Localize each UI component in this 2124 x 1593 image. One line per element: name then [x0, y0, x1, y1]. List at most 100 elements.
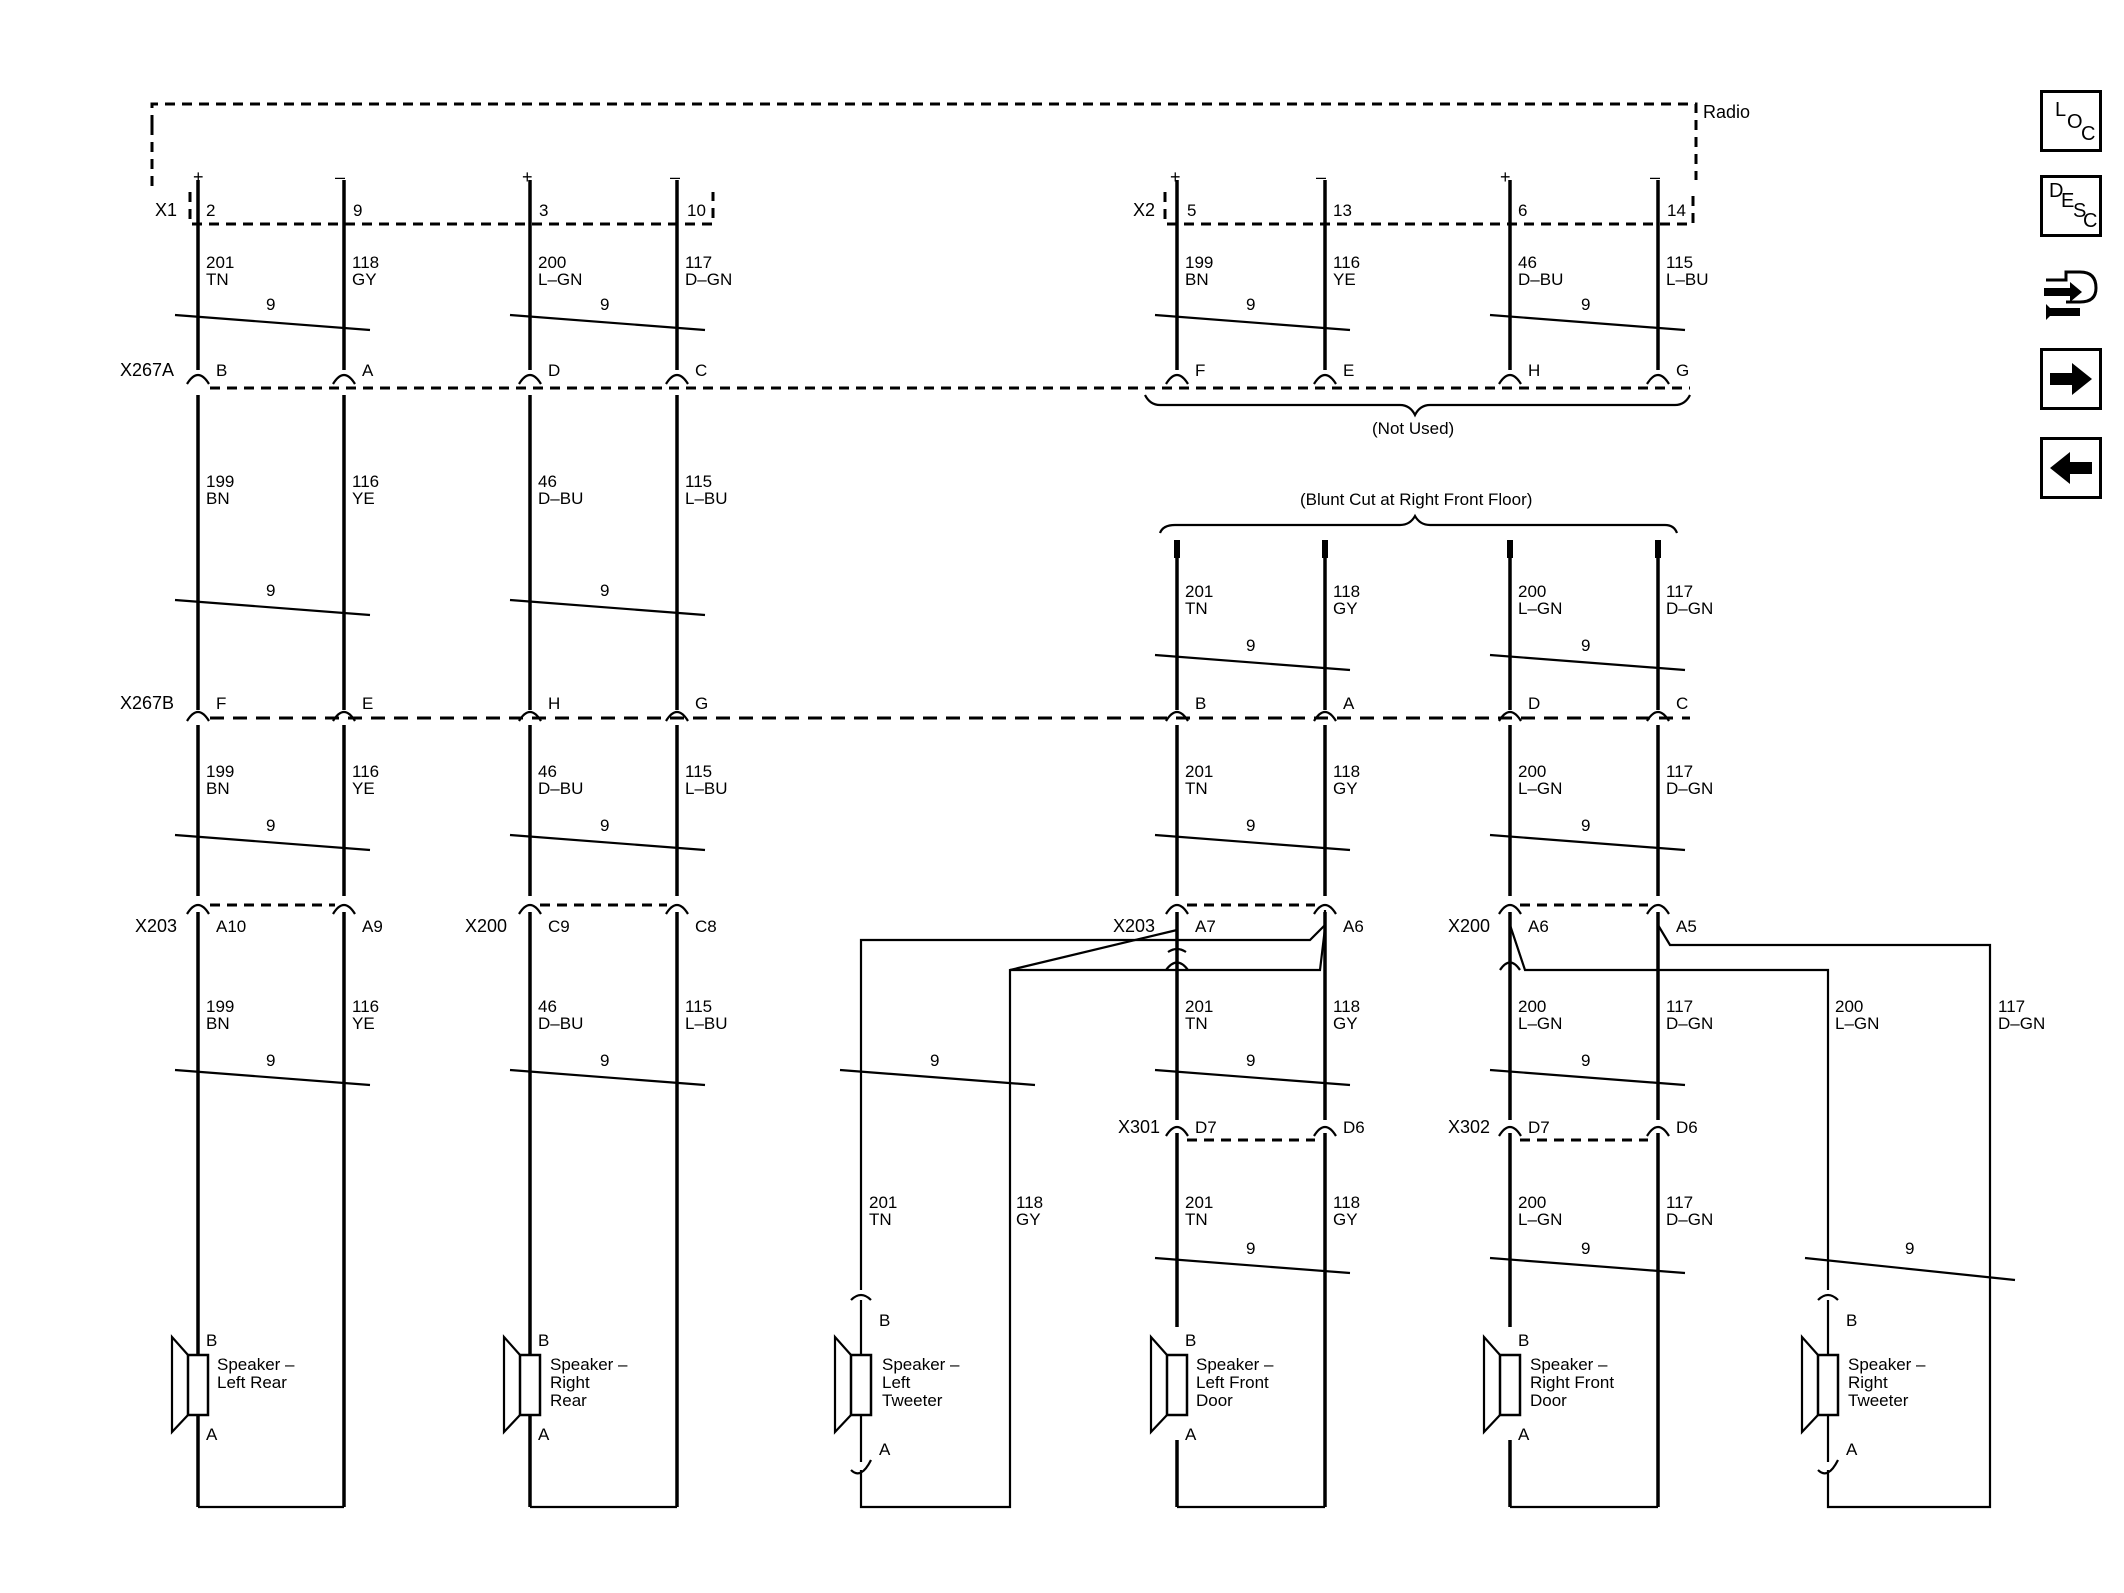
wire-circuit: 201	[206, 253, 234, 272]
speaker-label: Door	[1196, 1391, 1233, 1410]
wire-color: BN	[206, 779, 230, 798]
twist-count: 9	[266, 816, 275, 835]
pin-label: D	[1528, 694, 1540, 713]
wire-color: D–BU	[538, 489, 583, 508]
pin-label: C9	[548, 917, 570, 936]
blunt-cut-note: (Blunt Cut at Right Front Floor)	[1300, 490, 1532, 509]
wire-circuit: 115	[685, 762, 712, 781]
wire-color: YE	[352, 1014, 375, 1033]
speaker-right-front-door: B A Speaker – Right Front Door	[1482, 1331, 1614, 1444]
wire-color: GY	[1333, 1210, 1358, 1229]
wire-color: D–GN	[1998, 1014, 2045, 1033]
speaker-right-tweeter: B A Speaker – Right Tweeter	[1800, 1293, 1926, 1475]
x1-minus-1: –	[335, 167, 345, 187]
pin-label: B	[1518, 1331, 1529, 1350]
pin-label: F	[216, 694, 226, 713]
speaker-label: Right Front	[1530, 1373, 1614, 1392]
connector-wrench-icon	[2044, 270, 2098, 320]
speaker-label: Speaker –	[1848, 1355, 1926, 1374]
wire-color: L–BU	[685, 489, 728, 508]
twist-count: 9	[1246, 636, 1255, 655]
wire-color: D–GN	[1666, 1210, 1713, 1229]
wire-circuit: 117	[1998, 997, 2025, 1016]
x2-pin: 5	[1187, 201, 1196, 220]
loc-letter: C	[2081, 123, 2096, 145]
blunt-cut-group: (Blunt Cut at Right Front Floor)	[1158, 490, 1679, 534]
wire-color: TN	[869, 1210, 892, 1229]
wire-circuit: 46	[538, 762, 557, 781]
wire-color: TN	[1185, 1014, 1208, 1033]
wire-circuit: 115	[685, 472, 712, 491]
wire-circuit: 116	[352, 472, 379, 491]
pin-label: A	[538, 1425, 550, 1444]
speaker-label: Rear	[550, 1391, 587, 1410]
wire-color: TN	[1185, 599, 1208, 618]
wire-color: GY	[1333, 1014, 1358, 1033]
pin-label: A	[1185, 1425, 1197, 1444]
wire-color: BN	[1185, 270, 1209, 289]
wire-circuit: 118	[1016, 1193, 1043, 1212]
wire-color: YE	[352, 779, 375, 798]
pin-label: G	[695, 694, 708, 713]
wire-circuit: 117	[1666, 997, 1693, 1016]
wire-color: L–GN	[1518, 779, 1562, 798]
location-button[interactable]: L O C	[2040, 90, 2102, 152]
pin-label: A5	[1676, 917, 1697, 936]
desc-letter: E	[2061, 190, 2075, 212]
connector-end-view-button[interactable]	[2040, 262, 2102, 324]
twist-count: 9	[1581, 636, 1590, 655]
description-button[interactable]: D E S C	[2040, 175, 2102, 237]
wire-color: D–BU	[1518, 270, 1563, 289]
wire-color: D–GN	[685, 270, 732, 289]
x2-plus-1: +	[1170, 167, 1181, 187]
x267b-label: X267B	[120, 693, 174, 713]
x2-pin: 14	[1667, 201, 1686, 220]
speaker-left-tweeter: B A Speaker – Left Tweeter	[833, 1293, 960, 1475]
wire-circuit: 118	[1333, 1193, 1360, 1212]
pin-label: C	[695, 361, 707, 380]
wire-color: D–GN	[1666, 779, 1713, 798]
pin-label: E	[1343, 361, 1354, 380]
speaker-label: Door	[1530, 1391, 1567, 1410]
speaker-label: Speaker –	[1530, 1355, 1608, 1374]
wire-color: YE	[352, 489, 375, 508]
pin-label: A9	[362, 917, 383, 936]
twist-count: 9	[1581, 1051, 1590, 1070]
wire-color: L–GN	[1518, 1014, 1562, 1033]
wire-color: D–GN	[1666, 599, 1713, 618]
wire-color: D–GN	[1666, 1014, 1713, 1033]
twist-count: 9	[266, 295, 275, 314]
twist-count: 9	[930, 1051, 939, 1070]
pin-label: D7	[1528, 1118, 1550, 1137]
x2-pin: 13	[1333, 201, 1352, 220]
pin-label: A6	[1528, 917, 1549, 936]
next-page-button[interactable]	[2040, 348, 2102, 410]
wire-circuit: 116	[352, 997, 379, 1016]
wire-circuit: 115	[685, 997, 712, 1016]
pin-label: B	[1195, 694, 1206, 713]
x200-label: X200	[1448, 916, 1490, 936]
wire-circuit: 200	[1518, 997, 1546, 1016]
right-upper-wires	[1175, 180, 1660, 370]
x203-label: X203	[135, 916, 177, 936]
pin-label: A6	[1343, 917, 1364, 936]
wire-color: GY	[352, 270, 377, 289]
wire-circuit: 117	[685, 253, 712, 272]
twist-count: 9	[600, 816, 609, 835]
x203-x200-connectors: X203 X200 X203 X200 A10 A9 C9 C8 A7 A6 A…	[135, 903, 1697, 936]
wire-circuit: 115	[1666, 253, 1693, 272]
twist-count: 9	[266, 1051, 275, 1070]
speaker-label: Left Rear	[217, 1373, 287, 1392]
loc-icon: L O C	[2043, 93, 2099, 149]
wire-circuit: 117	[1666, 762, 1693, 781]
previous-page-button[interactable]	[2040, 437, 2102, 499]
speaker-label: Left Front	[1196, 1373, 1269, 1392]
pin-label: A7	[1195, 917, 1216, 936]
wire-circuit: 118	[352, 253, 379, 272]
wire-color: D–BU	[538, 1014, 583, 1033]
x302-label: X302	[1448, 1117, 1490, 1137]
pin-label: A	[206, 1425, 218, 1444]
pin-label: D6	[1676, 1118, 1698, 1137]
wire-circuit: 201	[1185, 762, 1213, 781]
wire-circuit: 46	[1518, 253, 1537, 272]
